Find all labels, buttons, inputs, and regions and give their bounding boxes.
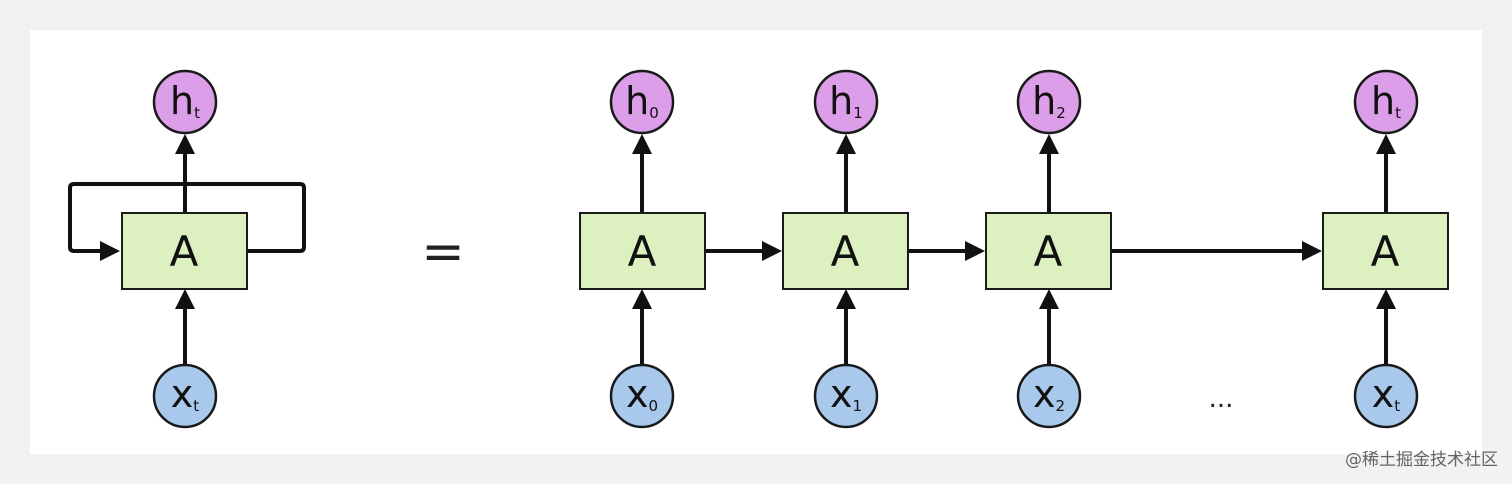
step-input-node bbox=[609, 363, 675, 429]
unrolled-step-t: A ht xt bbox=[1322, 69, 1449, 429]
step-cell bbox=[782, 212, 909, 290]
unrolled-step-1: A h1 x1 bbox=[782, 69, 909, 429]
folded-input-arrowhead bbox=[175, 289, 195, 309]
step-output-arrowhead bbox=[632, 134, 652, 154]
step-output-node bbox=[1016, 69, 1082, 135]
step-cell bbox=[1322, 212, 1449, 290]
step-input-node bbox=[813, 363, 879, 429]
step-output-label: h2 bbox=[1032, 79, 1066, 123]
folded-cell bbox=[121, 212, 248, 290]
unrolled-rnn: A h0 x0 A h1 x1 bbox=[579, 69, 1449, 429]
step-input-arrowhead bbox=[632, 289, 652, 309]
folded-output-node bbox=[152, 69, 218, 135]
step-output-arrowhead bbox=[836, 134, 856, 154]
unrolled-step-0: A h0 x0 bbox=[579, 69, 706, 429]
step-output-arrowhead bbox=[1039, 134, 1059, 154]
step-input-arrowhead bbox=[1039, 289, 1059, 309]
equals-sign: = bbox=[421, 222, 465, 282]
folded-output-label: ht bbox=[170, 79, 200, 123]
step-cell bbox=[985, 212, 1112, 290]
folded-output-arrowhead bbox=[175, 134, 195, 154]
step-cell-label: A bbox=[831, 227, 860, 276]
diagram-panel: A ht xt = bbox=[30, 30, 1482, 454]
recurrent-loop-arrowhead bbox=[100, 241, 120, 261]
chain-arrowhead-1 bbox=[965, 241, 985, 261]
step-output-label: ht bbox=[1371, 79, 1401, 123]
folded-cell-label: A bbox=[170, 227, 199, 276]
unrolled-step-2: A h2 x2 bbox=[985, 69, 1112, 429]
step-input-node bbox=[1016, 363, 1082, 429]
step-output-label: h1 bbox=[829, 79, 863, 123]
step-input-label: x2 bbox=[1033, 372, 1065, 416]
step-input-arrowhead bbox=[1376, 289, 1396, 309]
step-output-arrowhead bbox=[1376, 134, 1396, 154]
folded-input-node bbox=[152, 363, 218, 429]
step-input-label: x0 bbox=[626, 372, 658, 416]
watermark: @稀土掘金技术社区 bbox=[1345, 450, 1498, 470]
step-cell-label: A bbox=[628, 227, 657, 276]
chain-arrowhead-0 bbox=[762, 241, 782, 261]
step-input-label: xt bbox=[1372, 372, 1401, 416]
step-input-label: x1 bbox=[830, 372, 862, 416]
step-cell bbox=[579, 212, 706, 290]
step-cell-label: A bbox=[1371, 227, 1400, 276]
rnn-unrolled-diagram: A ht xt = bbox=[68, 69, 1449, 429]
folded-rnn: A ht xt bbox=[68, 69, 306, 429]
step-input-node bbox=[1353, 363, 1419, 429]
step-output-node bbox=[813, 69, 879, 135]
step-input-arrowhead bbox=[836, 289, 856, 309]
chain-arrowhead-2 bbox=[1302, 241, 1322, 261]
step-output-node bbox=[1353, 69, 1419, 135]
folded-input-label: xt bbox=[171, 372, 200, 416]
ellipsis: ... bbox=[1209, 384, 1234, 414]
step-output-label: h0 bbox=[625, 79, 659, 123]
step-cell-label: A bbox=[1034, 227, 1063, 276]
step-output-node bbox=[609, 69, 675, 135]
